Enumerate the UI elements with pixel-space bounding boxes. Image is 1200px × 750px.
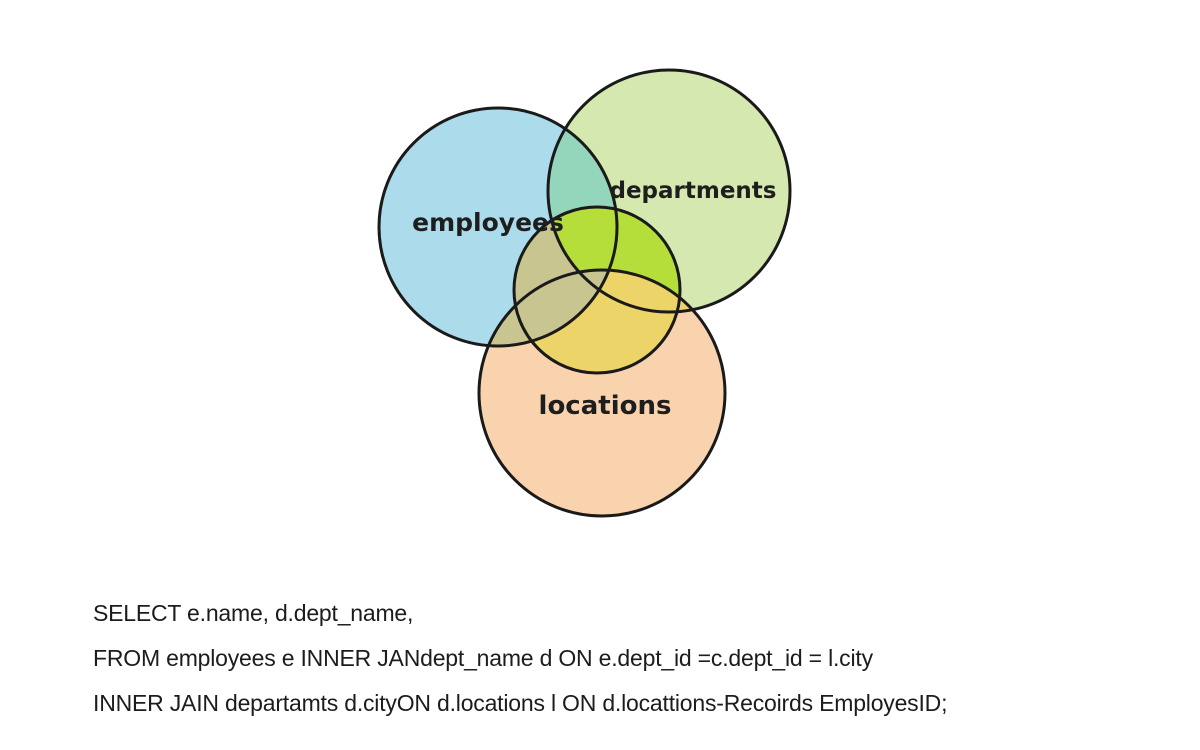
center-top-overlap	[548, 207, 680, 312]
locations-outline	[477, 268, 727, 518]
employees-outline	[377, 106, 619, 348]
departments-outline	[546, 68, 792, 314]
locations-label: locations	[539, 391, 672, 421]
center-employees-locations-overlap	[514, 270, 617, 346]
sql-line-select: SELECT e.name, d.dept_name,	[93, 600, 414, 626]
center-outline	[512, 205, 682, 375]
venn-diagram: employees departments locations	[377, 68, 792, 518]
sql-line-join: INNER JAIN departamts d.cityON d.locatio…	[93, 690, 948, 716]
sql-line-from: FROM employees e INNER JANdept_name d ON…	[93, 645, 873, 671]
employees-label: employees	[412, 208, 564, 237]
departments-label: departments	[609, 178, 776, 204]
sql-query: SELECT e.name, d.dept_name, FROM employe…	[93, 596, 1173, 731]
